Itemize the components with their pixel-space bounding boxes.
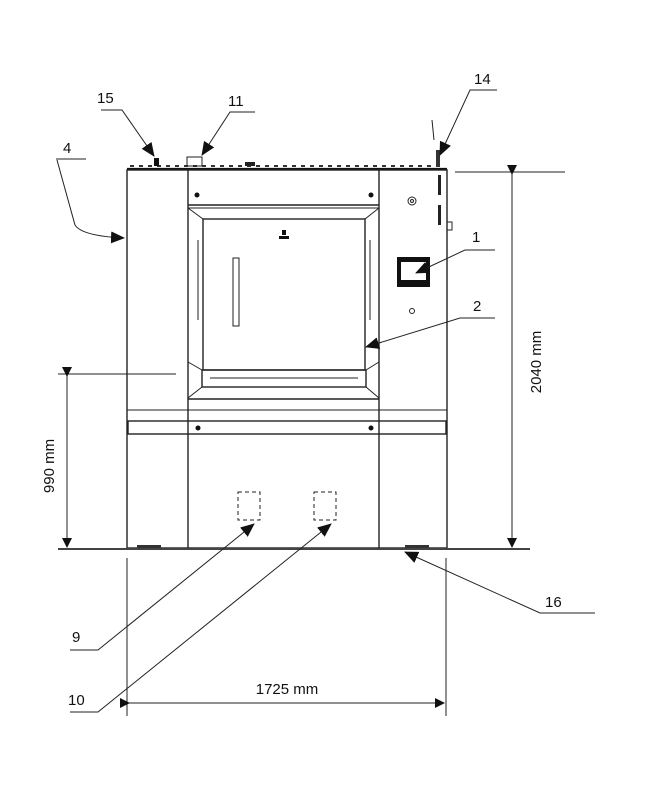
callout-10: 10 (68, 692, 85, 709)
callout-4: 4 (63, 140, 71, 157)
height-total-label: 2040 mm (528, 331, 545, 394)
callouts: 15 11 14 4 1 2 9 10 16 (56, 71, 595, 713)
callout-14: 14 (474, 71, 491, 88)
height-door-label: 990 mm (41, 439, 58, 493)
width-label: 1725 mm (256, 681, 319, 698)
callout-1: 1 (472, 229, 480, 246)
callout-9: 9 (72, 629, 80, 646)
dimension-height-total: 2040 mm (455, 165, 565, 548)
dimension-width: 1725 mm (120, 558, 447, 716)
dimension-height-door: 990 mm (41, 367, 176, 548)
machine-body (126, 150, 453, 549)
door (202, 218, 366, 371)
callout-15: 15 (97, 90, 114, 107)
callout-16: 16 (545, 594, 562, 611)
callout-2: 2 (473, 298, 481, 315)
callout-11: 11 (228, 93, 244, 110)
door-handle (232, 257, 240, 327)
